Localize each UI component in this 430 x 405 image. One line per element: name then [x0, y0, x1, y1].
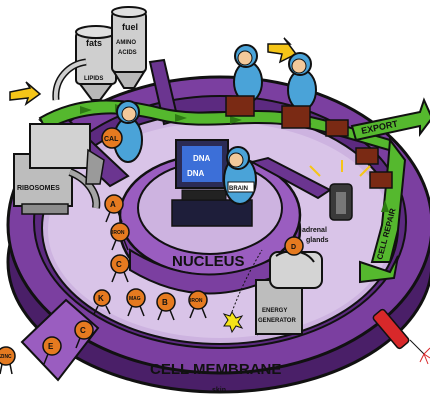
conveyor-worker-2: [281, 52, 317, 129]
energy-label-2: GENERATOR: [258, 318, 296, 324]
ribosomes-machine: RIBOSOMES: [13, 123, 101, 215]
cell-membrane-label: CELL MEMBRANE: [150, 361, 281, 378]
nutrient-labels: A IRON C K MAG B IRON: [98, 200, 203, 307]
amino-label-2: ACIDS: [118, 50, 137, 56]
nutrient-iron-1-label: IRON: [112, 230, 125, 236]
nutrient-zinc-label: ZINC: [0, 354, 12, 360]
nutrient-b: [156, 292, 176, 321]
dna-computer: DNA DNA: [171, 139, 253, 227]
cal-worker: CAL: [85, 100, 143, 185]
conveyor-worker-1: [225, 44, 263, 117]
nutrient-c: [110, 254, 130, 283]
nutrient-iron-1: [110, 222, 130, 251]
nutrient-a-label: A: [110, 200, 116, 209]
spark-icon: [222, 311, 244, 334]
nutrient-iron-2-label: IRON: [190, 298, 203, 304]
brain-worker: BRAIN: [223, 146, 257, 205]
amino-label-1: AMINO: [116, 40, 136, 46]
nutrient-c-label: C: [116, 260, 122, 269]
nutrient-iron-2: [188, 290, 208, 319]
nutrient-k-label: K: [98, 294, 104, 303]
nutrient-a: [104, 194, 124, 223]
adrenal-label-2: glands: [306, 237, 329, 244]
dynamite-icon: [372, 308, 430, 365]
nutrient-mag: [126, 288, 146, 317]
dna-text-2: DNA: [187, 169, 205, 178]
lipids-label: LIPIDS: [84, 76, 103, 82]
nucleus-label: NUCLEUS: [172, 253, 245, 270]
dna-text-1: DNA: [193, 154, 211, 163]
adrenal-glands: adrenal glands: [302, 160, 371, 244]
membrane-entry-ramp: E C ZINC: [0, 298, 100, 382]
energy-generator: ENERGY GENERATOR D: [255, 236, 323, 335]
nutrient-k: [93, 289, 111, 315]
nutrient-b-label: B: [162, 298, 168, 307]
nutrient-mag-label: MAG: [129, 296, 141, 302]
fuel-label: fuel: [122, 22, 138, 32]
cargo-boxes: [325, 119, 393, 189]
brain-label: BRAIN: [229, 186, 248, 192]
nutrient-d-label: D: [291, 244, 296, 251]
ribosomes-label: RIBOSOMES: [17, 185, 60, 192]
fats-label: fats: [86, 38, 102, 48]
export-arrow: EXPORT: [350, 97, 430, 142]
silos: fats fuel AMINO ACIDS LIPIDS: [52, 6, 147, 101]
adrenal-label-1: adrenal: [302, 227, 327, 234]
nutrient-e-label: E: [48, 342, 54, 351]
input-arrows: [9, 37, 298, 106]
nutrient-characters: [93, 194, 208, 321]
skin-label: skin: [212, 387, 226, 394]
cal-label: CAL: [104, 136, 119, 143]
nutrient-c2-label: C: [80, 326, 86, 335]
energy-label-1: ENERGY: [262, 308, 287, 314]
